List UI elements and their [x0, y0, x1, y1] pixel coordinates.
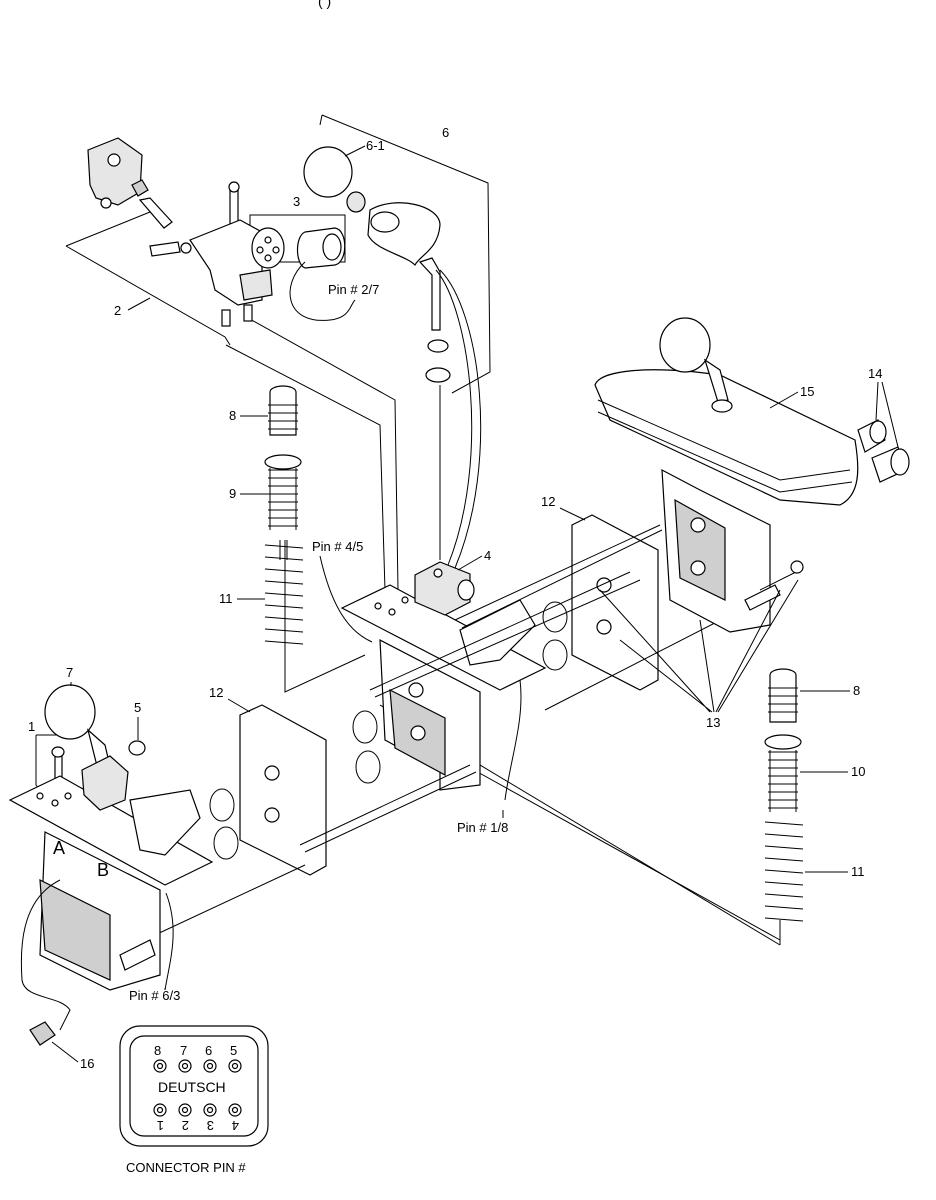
- callout-12-left: 12: [209, 685, 223, 700]
- callout-8-right: 8: [853, 683, 860, 698]
- joystick-handle-top: [303, 146, 482, 569]
- connector-assembly: [251, 227, 356, 321]
- callout-5: 5: [134, 700, 141, 715]
- callout-16: 16: [80, 1056, 94, 1071]
- pin-number-1: 1: [157, 1118, 164, 1133]
- callout-11-right: 11: [851, 864, 865, 879]
- callout-6: 6: [442, 125, 449, 140]
- callout-14: 14: [868, 366, 882, 381]
- pilot-valve-left: [8, 684, 214, 1046]
- pin-label-4-5: Pin # 4/5: [312, 539, 363, 554]
- callout-15: 15: [800, 384, 814, 399]
- connector-brand: DEUTSCH: [158, 1079, 226, 1095]
- pin-label-2-7: Pin # 2/7: [328, 282, 379, 297]
- pin-number-8: 8: [154, 1043, 161, 1058]
- callout-1: 1: [28, 719, 35, 734]
- spring-stack-left: [264, 385, 304, 645]
- housing-mark-a: A: [53, 838, 65, 858]
- bottom-pin-row: 1 2 3 4: [153, 1103, 242, 1133]
- callout-7: 7: [66, 665, 73, 680]
- pin-number-5: 5: [230, 1043, 237, 1058]
- gasket-plate-right: [369, 514, 751, 711]
- pin-number-3: 3: [207, 1118, 214, 1133]
- bracket-mount: [87, 137, 273, 327]
- pilot-valve-right: [594, 317, 859, 633]
- callout-11-left: 11: [219, 591, 233, 606]
- pin-number-4: 4: [232, 1118, 239, 1133]
- spring-stack-right: [764, 668, 804, 922]
- callout-9: 9: [229, 486, 236, 501]
- housing-mark-b: B: [97, 860, 109, 880]
- callout-3: 3: [293, 194, 300, 209]
- callout-8-left: 8: [229, 408, 236, 423]
- callout-2: 2: [114, 303, 121, 318]
- header-title: ( ): [318, 0, 331, 9]
- callout-4: 4: [484, 548, 491, 563]
- pilot-valve-center: [340, 561, 547, 801]
- callout-10: 10: [851, 764, 865, 779]
- pin-number-6: 6: [205, 1043, 212, 1058]
- connector-pin-detail: 8 7 6 5 DEUTSCH 1 2 3 4 CONNECTOR PIN #: [119, 1025, 269, 1175]
- pin-label-1-8: Pin # 1/8: [457, 820, 508, 835]
- pin-number-2: 2: [182, 1118, 189, 1133]
- top-pin-row: 8 7 6 5: [153, 1043, 242, 1073]
- gasket-plate-left: [154, 704, 477, 936]
- connector-caption: CONNECTOR PIN #: [126, 1160, 246, 1175]
- callout-6-1: 6-1: [366, 138, 385, 153]
- callout-12-right: 12: [541, 494, 555, 509]
- pin-number-7: 7: [180, 1043, 187, 1058]
- pin-label-6-3: Pin # 6/3: [129, 988, 180, 1003]
- callouts: 6 6-1 3 2 8 9 11 4 12 15 14 13 8 10 11 7…: [28, 125, 899, 1071]
- callout-13: 13: [706, 715, 720, 730]
- fittings: [857, 419, 910, 483]
- pin-labels: Pin # 2/7 Pin # 4/5 Pin # 1/8 Pin # 6/3: [129, 282, 508, 1003]
